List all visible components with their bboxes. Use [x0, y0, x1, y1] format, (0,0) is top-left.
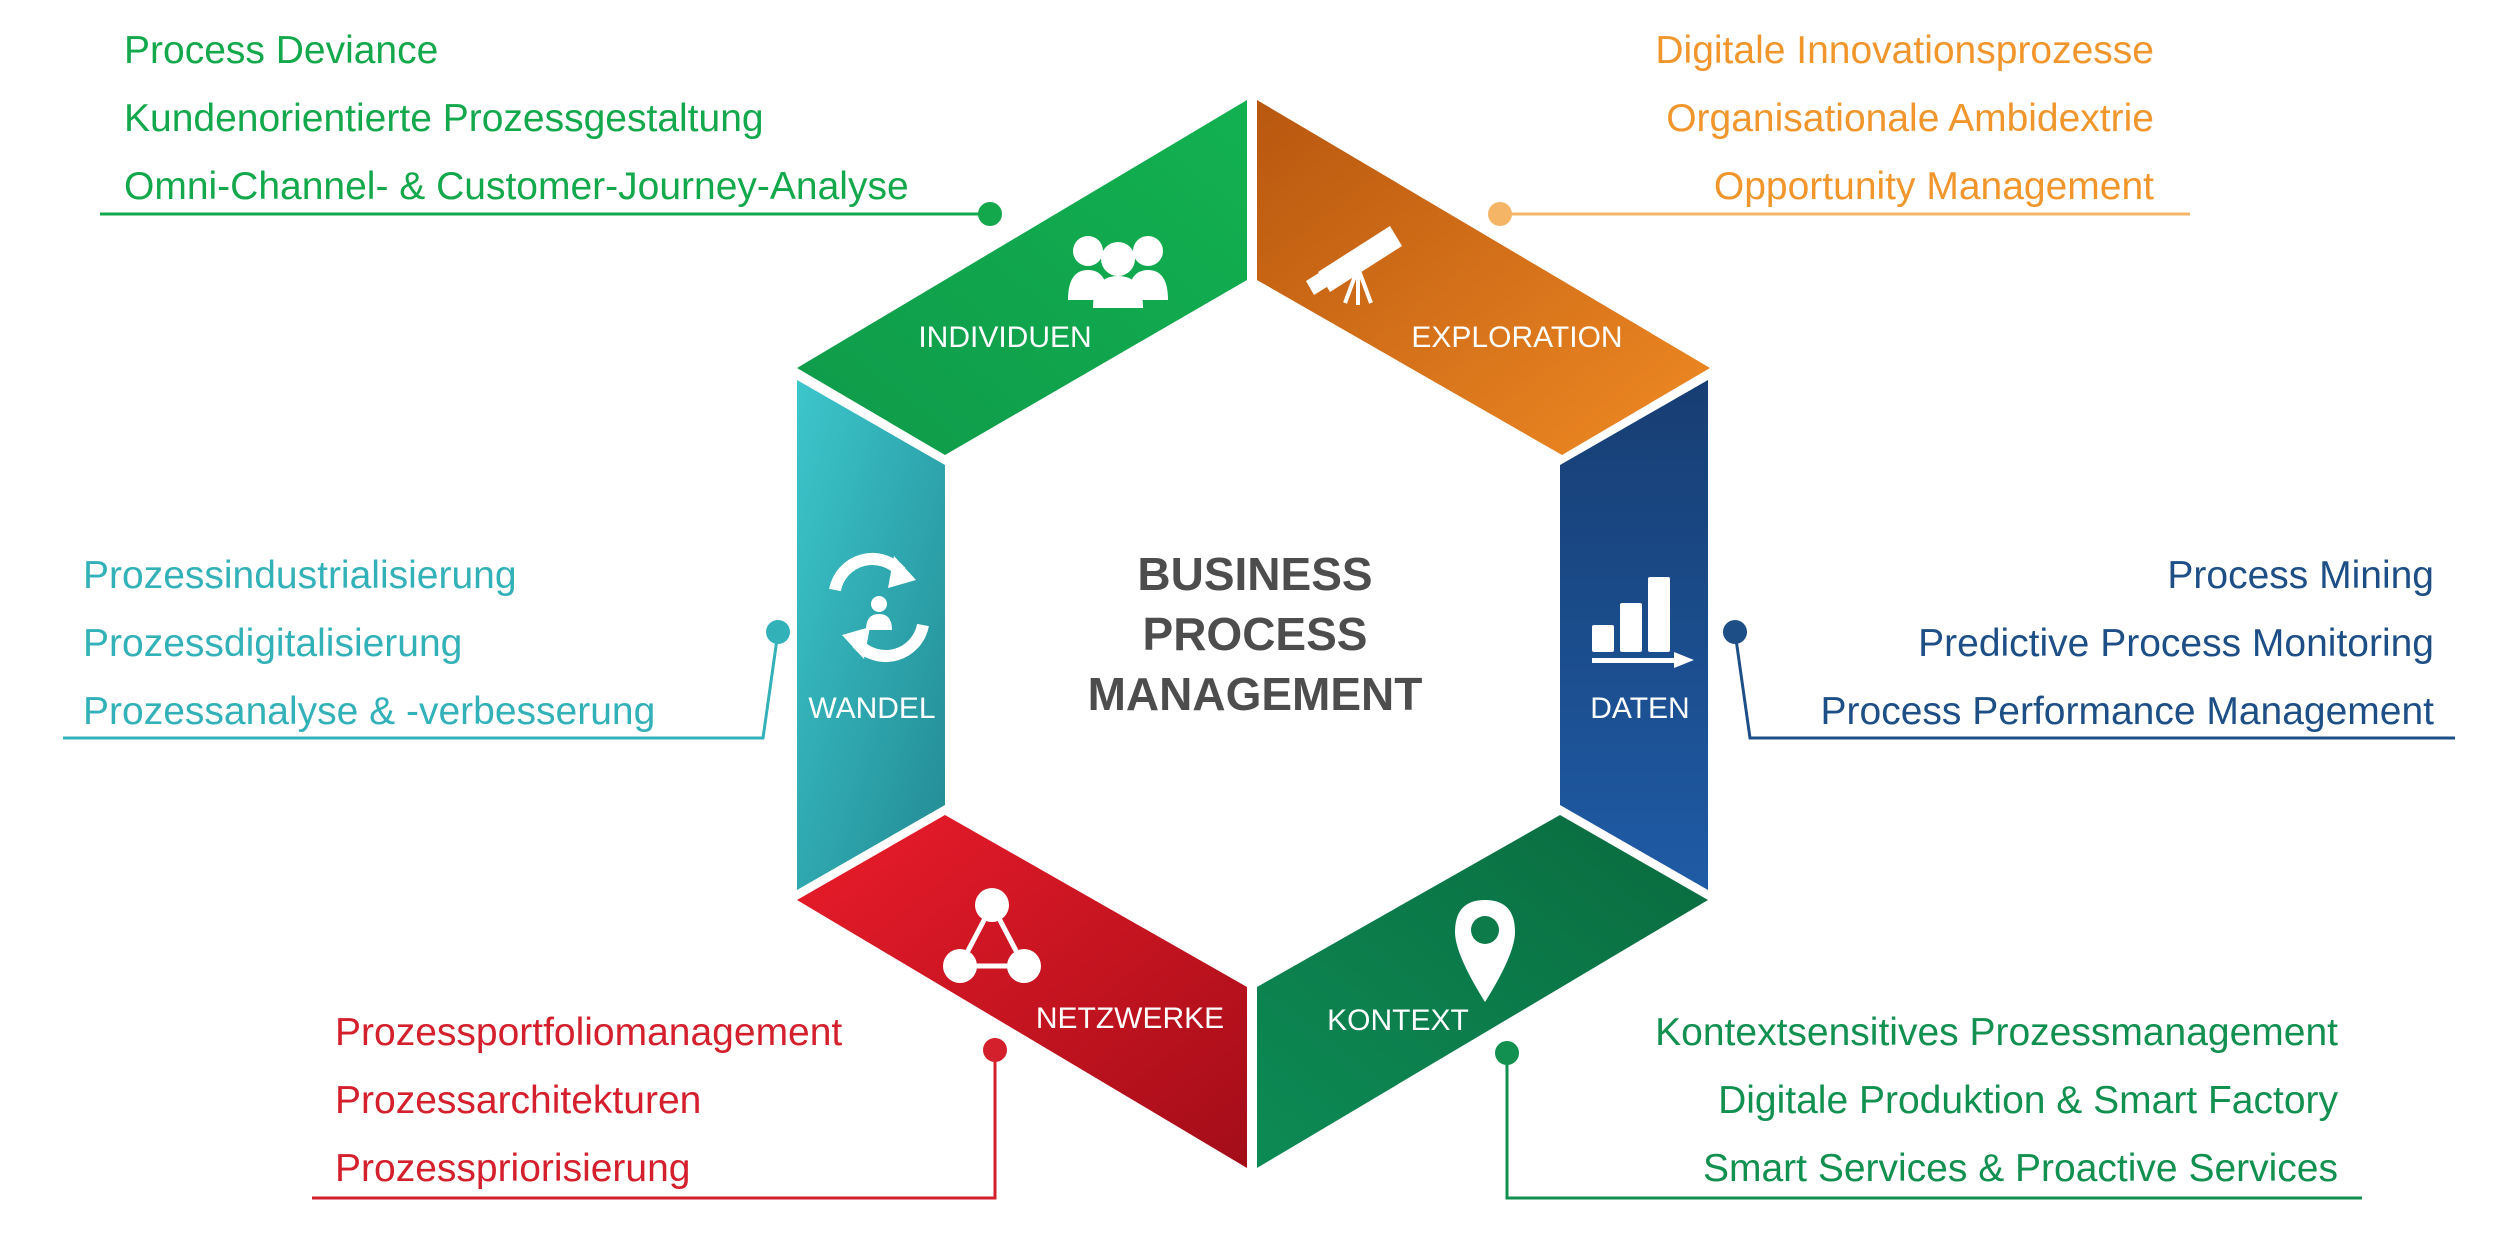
- list-item-wandel-3: Prozessanalyse & -verbesserung: [83, 690, 656, 733]
- list-item-kontext-2: Digitale Produktion & Smart Factory: [1718, 1079, 2338, 1122]
- list-item-daten-2: Predictive Process Monitoring: [1918, 622, 2434, 665]
- list-item-wandel-1: Prozessindustrialisierung: [83, 554, 517, 597]
- bar-chart-icon: [1592, 577, 1694, 668]
- connector-wandel: [63, 620, 790, 740]
- segment-wandel: [797, 380, 945, 890]
- segment-label-individuen: INDIVIDUEN: [918, 321, 1091, 354]
- connector-exploration: [1488, 202, 2190, 226]
- list-item-exploration-2: Organisationale Ambidextrie: [1666, 97, 2154, 140]
- segment-label-exploration: EXPLORATION: [1411, 321, 1622, 354]
- center-title-line1: BUSINESS: [1137, 548, 1372, 600]
- center-title-line3: MANAGEMENT: [1088, 668, 1423, 720]
- segment-individuen: [797, 100, 1247, 455]
- list-item-kontext-1: Kontextsensitives Prozessmanagement: [1655, 1011, 2338, 1054]
- list-item-exploration-3: Opportunity Management: [1713, 165, 2154, 208]
- people-group-icon: [1068, 236, 1168, 308]
- center-title-line2: PROCESS: [1143, 608, 1368, 660]
- cycle-person-icon: [829, 553, 929, 662]
- list-item-daten-3: Process Performance Management: [1820, 690, 2434, 733]
- connector-individuen: [100, 202, 1002, 226]
- connector-kontext: [1495, 1041, 2362, 1200]
- segment-netzwerke: [797, 815, 1247, 1168]
- map-pin-icon: [1455, 900, 1515, 1002]
- telescope-icon: [1306, 226, 1402, 305]
- list-item-exploration-1: Digitale Innovationsprozesse: [1655, 29, 2154, 72]
- segment-label-kontext: KONTEXT: [1327, 1004, 1469, 1037]
- segment-exploration: [1257, 100, 1710, 455]
- list-item-netzwerke-1: Prozessportfoliomanagement: [335, 1011, 843, 1054]
- list-item-netzwerke-3: Prozesspriorisierung: [335, 1147, 691, 1190]
- list-item-wandel-2: Prozessdigitalisierung: [83, 622, 463, 665]
- list-item-individuen-1: Process Deviance: [124, 29, 439, 72]
- list-item-individuen-2: Kundenorientierte Prozessgestaltung: [124, 97, 764, 140]
- network-triangle-icon: [943, 888, 1041, 983]
- segment-label-netzwerke: NETZWERKE: [1036, 1002, 1224, 1035]
- list-item-kontext-3: Smart Services & Proactive Services: [1702, 1147, 2338, 1190]
- list-item-netzwerke-2: Prozessarchitekturen: [335, 1079, 702, 1122]
- connector-daten: [1723, 620, 2455, 740]
- list-item-daten-1: Process Mining: [2167, 554, 2434, 597]
- segment-label-wandel: WANDEL: [808, 692, 935, 725]
- list-item-individuen-3: Omni-Channel- & Customer-Journey-Analyse: [124, 165, 909, 208]
- segment-label-daten: DATEN: [1590, 692, 1689, 725]
- connector-netzwerke: [312, 1038, 1007, 1200]
